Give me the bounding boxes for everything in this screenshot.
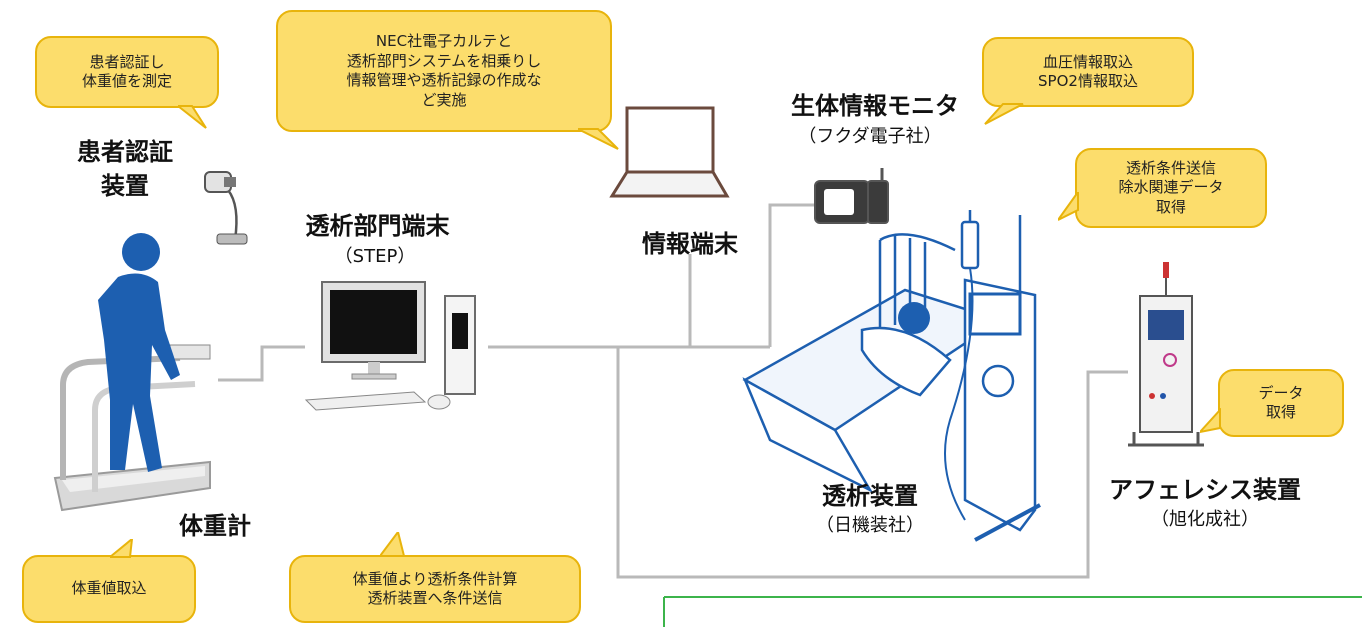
dialysis-machine-illustration (742, 210, 1041, 542)
bubble-weight-calc: 体重値より透析条件計算透析装置へ条件送信 (289, 555, 581, 623)
label-dialysis-terminal-sub: （STEP） (334, 246, 416, 267)
label-dialysis-machine: 透析装置 (822, 482, 918, 510)
label-apheresis: アフェレシス装置 (1109, 476, 1301, 504)
patient-figure-icon (98, 233, 180, 472)
label-dialysis-machine-sub: （日機装社） (816, 515, 924, 536)
auth-device-illustration (204, 171, 248, 245)
bubble-dialysis-conditions: 透析条件送信除水関連データ取得 (1075, 148, 1267, 228)
laptop-illustration (609, 106, 730, 198)
vital-monitor-illustration (814, 168, 889, 224)
line-bus-down (616, 347, 1128, 579)
bubble-data-acquisition: データ取得 (1218, 369, 1344, 437)
apheresis-device-illustration (1128, 262, 1204, 447)
bubble-nec-system: NEC社電子カルテと透析部門システムを相乗りし情報管理や透析記録の作成など実施 (276, 10, 612, 132)
bubble-weight-input: 体重値取込 (22, 555, 196, 623)
label-scale: 体重計 (179, 512, 251, 540)
label-info-terminal: 情報端末 (642, 230, 738, 258)
bubble-patient-auth: 患者認証し体重値を測定 (35, 36, 219, 108)
label-auth-device: 患者認証装置 (77, 138, 173, 200)
scale-illustration (53, 344, 211, 512)
desktop-computer-illustration (304, 281, 476, 411)
label-dialysis-terminal: 透析部門端末 (305, 212, 450, 240)
label-apheresis-sub: （旭化成社） (1151, 509, 1259, 530)
label-vital-monitor: 生体情報モニタ (791, 92, 959, 120)
connection-lines (218, 203, 1128, 579)
line-vital-monitor (768, 203, 815, 347)
line-scale-to-terminal (218, 345, 305, 382)
label-vital-monitor-sub: （フクダ電子社） (798, 126, 942, 147)
